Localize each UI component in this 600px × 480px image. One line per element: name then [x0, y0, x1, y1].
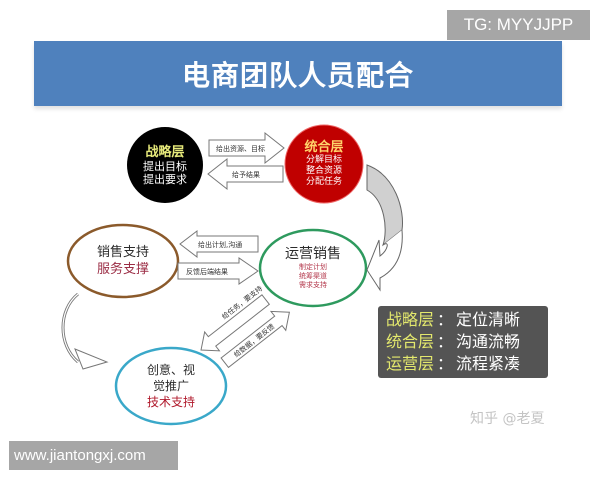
- node-sales-support: 销售支持 服务支撑: [68, 225, 178, 297]
- node-line: 统筹渠道: [299, 272, 327, 280]
- arrow-head-icon: [74, 348, 109, 370]
- page-title: 电商团队人员配合: [181, 58, 414, 92]
- node-title: 运营销售: [285, 246, 341, 262]
- legend-row: 统合层：沟通流畅: [386, 332, 521, 351]
- zhihu-watermark: 知乎 @老夏: [470, 411, 545, 427]
- node-title: 创意、视: [146, 363, 195, 377]
- arrow-left-icon: [179, 229, 259, 259]
- node-operations: 运营销售 制定计划 统筹渠道 需求支持: [260, 230, 366, 306]
- node-subtitle: 服务支撑: [96, 262, 149, 277]
- node-creative: 创意、视 觉推广 技术支持: [116, 348, 226, 424]
- arrow-right-icon: [208, 131, 285, 165]
- arrow-down-left-icon: [200, 294, 271, 352]
- node-integration: 统合层 分解目标 整合资源 分配任务: [285, 125, 363, 203]
- node-line: 分配任务: [305, 177, 342, 187]
- node-line: 整合资源: [305, 166, 342, 176]
- node-title: 觉推广: [152, 379, 189, 393]
- node-line: 提出要求: [143, 172, 187, 186]
- arrow-up-right-icon: [220, 310, 291, 369]
- strategy-circle: [127, 127, 203, 203]
- node-line: 制定计划: [299, 263, 327, 271]
- node-title: 销售支持: [96, 245, 149, 260]
- operations-ellipse: [258, 228, 368, 308]
- legend-row: 运营层：流程紧凑: [386, 354, 521, 373]
- arrow-label: 给予结果: [232, 171, 260, 179]
- legend-box: 战略层：定位清晰 统合层：沟通流畅 运营层：流程紧凑: [378, 306, 548, 378]
- node-title: 统合层: [304, 140, 344, 155]
- watermark-url: www.jiantongxj.com: [9, 441, 178, 470]
- sales-support-ellipse: [66, 223, 180, 299]
- arrow-label: 反馈后端结果: [186, 268, 228, 276]
- node-subtitle: 技术支持: [146, 395, 195, 409]
- creative-ellipse: [114, 346, 228, 426]
- curved-arrow-icon: [366, 164, 404, 247]
- node-line: 需求支持: [299, 281, 327, 289]
- arrow-label: 给出资源、目标: [216, 145, 265, 153]
- watermark-tg: TG: MYYJJPP: [447, 10, 590, 40]
- legend-row: 战略层：定位清晰: [386, 310, 521, 329]
- node-line: 提出目标: [143, 159, 187, 173]
- integration-circle: [284, 124, 364, 204]
- node-title: 战略层: [145, 144, 185, 160]
- node-line: 分解目标: [305, 155, 342, 165]
- arrow-right-icon: [177, 257, 259, 285]
- node-strategy: 战略层 提出目标 提出要求: [127, 127, 203, 203]
- arrow-left-icon: [207, 157, 284, 191]
- arrow-label: 给出计划,沟通: [198, 241, 243, 249]
- title-banner: 电商团队人员配合: [34, 41, 562, 106]
